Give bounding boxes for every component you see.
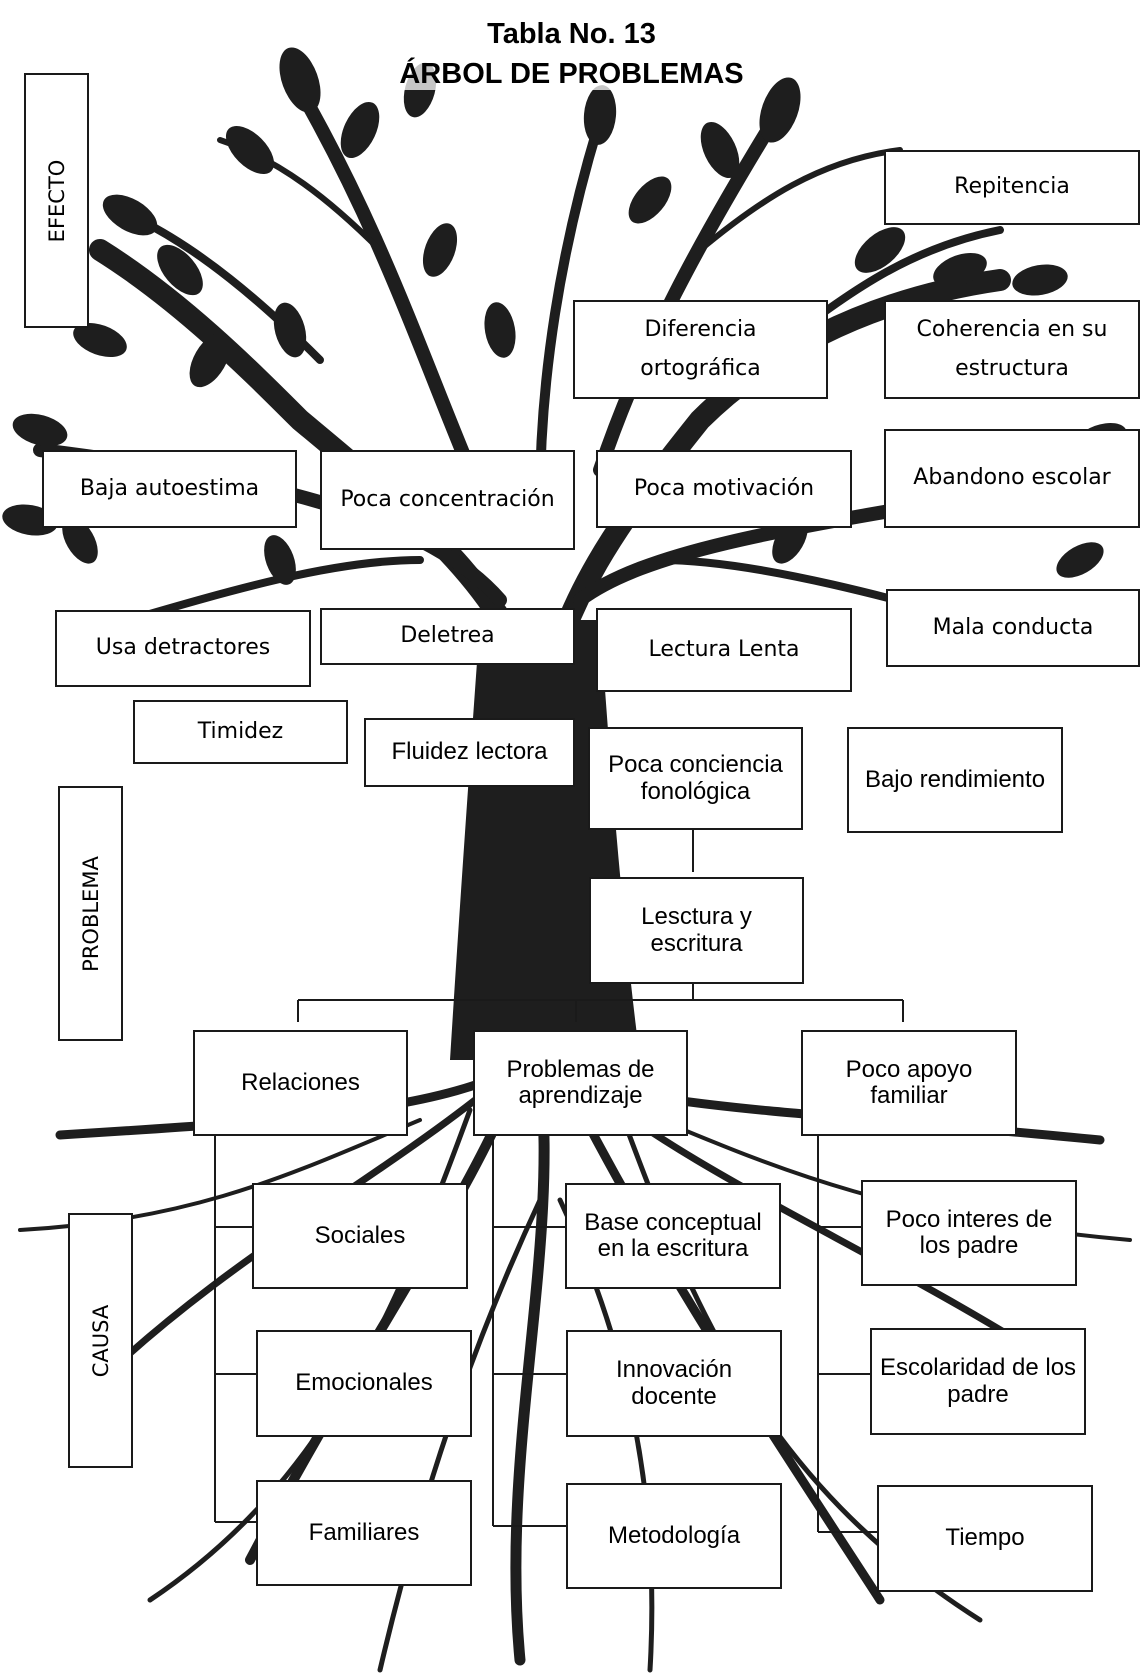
subcause-escolaridad-padres: Escolaridad de los padre (870, 1328, 1086, 1435)
effect-poca-conciencia-fonologica: Poca conciencia fonológica (588, 727, 803, 830)
title-line-1: Tabla No. 13 (0, 18, 1143, 50)
effect-baja-autoestima: Baja autoestima (42, 450, 297, 528)
subcause-base-conceptual: Base conceptual en la escritura (565, 1183, 781, 1289)
central-problem: Lesctura y escritura (589, 877, 804, 984)
effect-usa-detractores: Usa detractores (55, 610, 311, 687)
effect-repitencia: Repitencia (884, 150, 1140, 225)
subcause-metodologia: Metodología (566, 1483, 782, 1589)
effect-fluidez-lectora: Fluidez lectora (364, 718, 575, 787)
effect-coherencia: Coherencia en su estructura (884, 300, 1140, 399)
effect-poca-motivacion: Poca motivación (596, 450, 852, 528)
effect-timidez: Timidez (133, 700, 348, 764)
effect-bajo-rendimiento: Bajo rendimiento (847, 727, 1063, 833)
subcause-familiares: Familiares (256, 1480, 472, 1586)
effect-deletrea: Deletrea (320, 608, 575, 665)
cause-relaciones: Relaciones (193, 1030, 408, 1136)
cause-problemas-aprendizaje: Problemas de aprendizaje (473, 1030, 688, 1136)
subcause-innovacion-docente: Innovación docente (566, 1330, 782, 1437)
section-label-causa: CAUSA (68, 1213, 133, 1468)
effect-abandono-escolar: Abandono escolar (884, 429, 1140, 528)
effect-diferencia-ortografica: Diferencia ortográfica (573, 300, 828, 399)
effect-mala-conducta: Mala conducta (886, 589, 1140, 667)
subcause-tiempo: Tiempo (877, 1485, 1093, 1592)
cause-poco-apoyo-familiar: Poco apoyo familiar (801, 1030, 1017, 1136)
effect-lectura-lenta: Lectura Lenta (596, 608, 852, 692)
title-line-2: ÁRBOL DE PROBLEMAS (0, 58, 1143, 90)
subcause-emocionales: Emocionales (256, 1330, 472, 1437)
subcause-sociales: Sociales (252, 1183, 468, 1289)
section-label-efecto: EFECTO (24, 73, 89, 328)
section-label-problema: PROBLEMA (58, 786, 123, 1041)
subcause-poco-interes-padres: Poco interes de los padre (861, 1180, 1077, 1286)
effect-poca-concentracion: Poca concentración (320, 450, 575, 550)
